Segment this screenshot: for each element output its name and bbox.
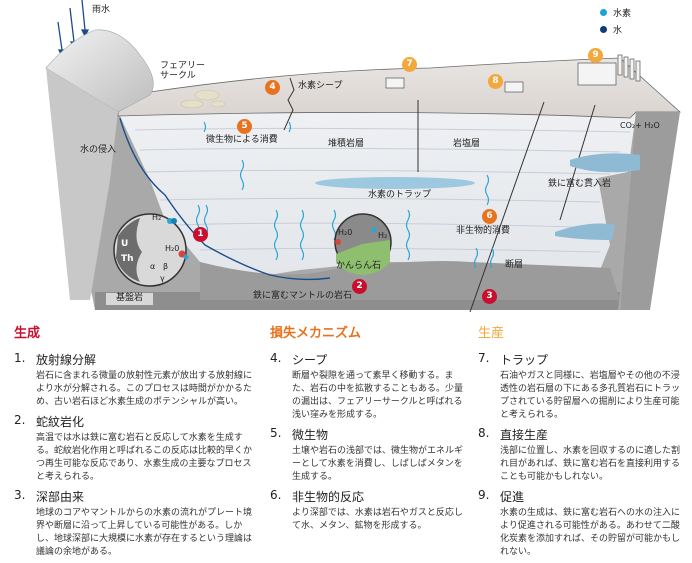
badge-6: 6: [482, 209, 497, 224]
label-beta: β: [163, 262, 169, 271]
list-item: 6. 非生物的反応 より深部では、水素は岩石やガスと反応して水、メタン、鉱物を形成…: [270, 488, 470, 533]
item-description: 土壌や岩石の浅部では、微生物がエネルギーとして水素を消費し、しばしばメタンを生成…: [292, 446, 464, 482]
badge-8: 8: [488, 74, 503, 89]
item-number: 9.: [478, 488, 490, 502]
label-co2-h2o: CO₂+ H₂O: [620, 121, 660, 130]
item-description: 高温では水は鉄に富む岩石と反応して水素を生成する。蛇紋岩化作用と呼ばれるこの反応…: [36, 433, 253, 482]
item-number: 7.: [478, 351, 490, 365]
label-microbial-consumption: 微生物による消費: [206, 135, 278, 145]
item-title: 放射線分解: [36, 353, 97, 367]
label-uranium: U: [121, 239, 129, 249]
item-description: 水素の生成は、鉄に富む岩石への水の注入により促進される可能性がある。あわせて二酸…: [500, 508, 681, 557]
badge-2: 2: [352, 279, 367, 294]
geology-diagram: 雨水 フェアリー サークル 水素シープ 微生物による消費 堆積岩層 岩塩層 水の…: [45, 0, 682, 313]
badge-9: 9: [588, 48, 603, 63]
label-alpha: α: [150, 262, 156, 271]
serpentinization-inset: [334, 213, 392, 275]
sedimentary-basin: [118, 112, 636, 278]
legend-label-hydrogen: 水素: [613, 9, 632, 19]
label-thorium: Th: [121, 254, 134, 264]
list-item: 5. 微生物 土壌や岩石の浅部では、微生物がエネルギーとして水素を消費し、しばしば…: [270, 426, 470, 484]
section-loss-mechanisms: 損失メカニズム 4. シープ 断層や裂隙を通って素早く移動する。また、岩石の中を拡…: [270, 322, 470, 537]
label-basement-rock: 基盤岩: [106, 293, 154, 305]
item-description: 浅部に位置し、水素を回収するのに適した割れ目があれば、鉄に富む岩石を直接利用する…: [500, 446, 681, 482]
item-description: より深部では、水素は岩石やガスと反応して水、メタン、鉱物を形成する。: [292, 508, 463, 531]
mantle-rock: [200, 261, 620, 300]
list-item: 4. シープ 断層や裂隙を通って素早く移動する。また、岩石の中を拡散することもある…: [270, 351, 470, 422]
label-olivine: かんらん石: [336, 261, 382, 271]
list-item: 7. トラップ 石油やガスと同様に、岩塩層やその他の不浸透性の岩石層の下にある多孔…: [478, 351, 683, 422]
legend-item-water: 水: [600, 23, 631, 36]
item-description: 岩石に含まれる微量の放射性元素が放出する放射線により水が分解される。このプロセス…: [36, 371, 253, 407]
item-number: 4.: [270, 351, 282, 365]
label-h2-olivine: H₂: [378, 231, 388, 240]
label-sedimentary-layer: 堆積岩層: [328, 139, 365, 149]
legend: 水素 水: [600, 6, 631, 40]
item-title: 促進: [500, 490, 525, 504]
facility-9: [577, 54, 641, 86]
list-item: 9. 促進 水素の生成は、鉄に富む岩石への水の注入により促進される可能性がある。あ…: [478, 488, 683, 559]
label-h2-radiolysis: H₂: [152, 213, 162, 222]
mountain: [45, 29, 154, 113]
label-salt-layer: 岩塩層: [453, 139, 481, 149]
item-title: 蛇紋岩化: [36, 415, 85, 429]
label-rain: 雨水: [92, 5, 111, 15]
label-fairy-circle: フェアリー サークル: [160, 61, 206, 81]
item-title: 微生物: [292, 428, 329, 442]
section-production: 生産 7. トラップ 石油やガスと同様に、岩塩層やその他の不浸透性の岩石層の下にあ…: [478, 322, 683, 563]
item-number: 8.: [478, 426, 490, 440]
list-item: 8. 直接生産 浅部に位置し、水素を回収するのに適した割れ目があれば、鉄に富む岩石…: [478, 426, 683, 484]
label-water-intrusion: 水の侵入: [80, 145, 117, 155]
section-title-production: 生産: [478, 326, 505, 341]
badge-4: 4: [265, 80, 280, 95]
list-item: 1. 放射線分解 岩石に含まれる微量の放射性元素が放出する放射線により水が分解され…: [14, 351, 254, 409]
section-title-loss: 損失メカニズム: [270, 326, 362, 341]
legend-item-hydrogen: 水素: [600, 6, 631, 19]
label-h2o-radiolysis: H₂0: [165, 244, 180, 253]
item-description: 断層や裂隙を通って素早く移動する。また、岩石の中を拡散することもある。少量の漏出…: [292, 371, 464, 420]
facility-8: [504, 81, 524, 93]
item-title: トラップ: [500, 353, 549, 367]
fairy-circles: [180, 89, 226, 109]
item-description: 地球のコアやマントルからの水素の流れがプレート境界や断層に沿って上昇している可能…: [36, 508, 253, 557]
label-h2o-olivine: H₂0: [338, 228, 353, 237]
hydrogen-dot-icon: [600, 9, 607, 16]
label-gamma: γ: [160, 274, 165, 283]
label-iron-mantle-rock: 鉄に富むマントルの岩石: [253, 291, 353, 301]
hydrogen-trap-reservoir: [315, 177, 475, 189]
item-title: 深部由来: [36, 490, 85, 504]
facility-7: [385, 77, 405, 89]
item-number: 3.: [14, 488, 26, 502]
item-number: 2.: [14, 413, 26, 427]
item-number: 5.: [270, 426, 282, 440]
section-generation: 生成 1. 放射線分解 岩石に含まれる微量の放射性元素が放出する放射線により水が分…: [14, 322, 254, 563]
badge-7: 7: [402, 57, 417, 72]
legend-label-water: 水: [613, 26, 623, 36]
label-iron-intrusive-rock: 鉄に富む貫入岩: [548, 179, 612, 189]
item-title: シープ: [292, 353, 328, 367]
label-abiotic-consumption: 非生物的消費: [456, 226, 511, 236]
badge-1: 1: [193, 227, 208, 242]
list-item: 2. 蛇紋岩化 高温では水は鉄に富む岩石と反応して水素を生成する。蛇紋岩化作用と呼…: [14, 413, 254, 484]
item-title: 直接生産: [500, 428, 549, 442]
label-hydrogen-trap: 水素のトラップ: [368, 190, 432, 200]
badge-3: 3: [482, 289, 497, 304]
item-number: 1.: [14, 351, 26, 365]
label-hydrogen-seep: 水素シープ: [298, 81, 343, 91]
strata-lines: [134, 127, 631, 253]
badge-5: 5: [237, 119, 252, 134]
list-item: 3. 深部由来 地球のコアやマントルからの水素の流れがプレート境界や断層に沿って上…: [14, 488, 254, 559]
water-dot-icon: [600, 26, 607, 33]
item-description: 石油やガスと同様に、岩塩層やその他の不浸透性の岩石層の下にある多孔質岩石にトラッ…: [500, 371, 681, 420]
item-title: 非生物的反応: [292, 490, 365, 504]
cross-section-illustration: [45, 0, 682, 313]
radiolysis-inset: [113, 213, 189, 287]
label-fault: 断層: [505, 260, 524, 270]
section-title-generation: 生成: [14, 326, 41, 341]
item-number: 6.: [270, 488, 282, 502]
